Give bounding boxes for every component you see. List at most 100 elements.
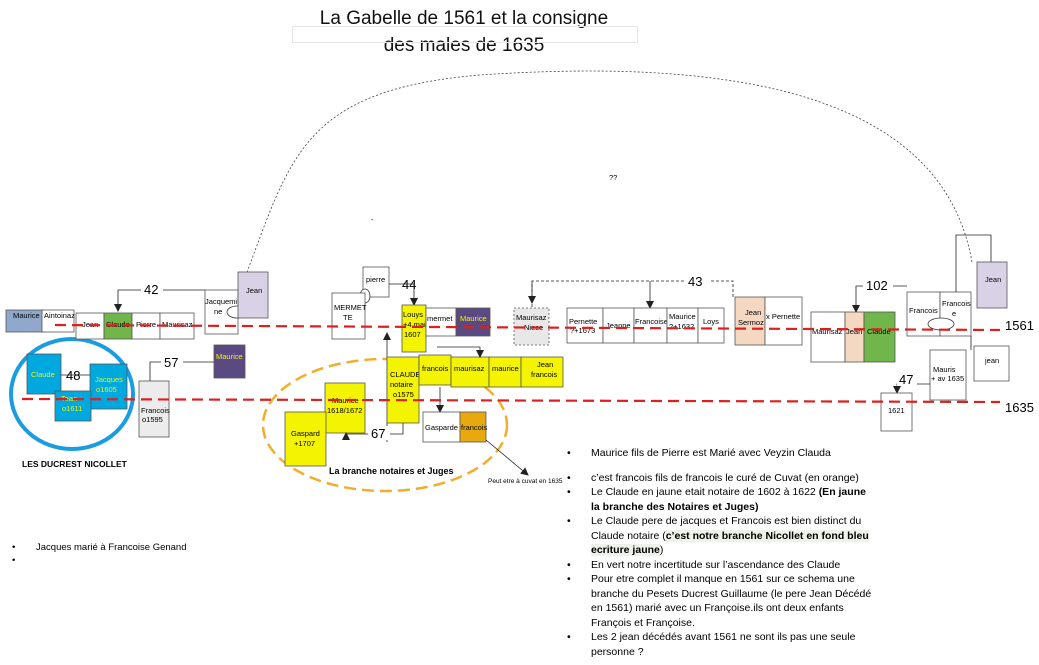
box-claude-green-label: Claude [106, 320, 130, 329]
connector-44 [389, 283, 418, 306]
box-jean-sermoz [734, 296, 766, 346]
box-mermette-label-1: MERMET [334, 303, 367, 312]
box-mauris-label-2: + av 1635 [931, 374, 964, 383]
note-4: Le Claude pere de jacques et Francois es… [567, 514, 877, 558]
box-maurisaz-yellow-label: maurisaz [454, 364, 485, 373]
box-maurice-purple-2 [455, 307, 491, 337]
box-jacques [89, 363, 128, 410]
box-jean-rr [976, 261, 1008, 309]
box-mermette [331, 292, 366, 340]
left-note-1: Jacques marié à Francoise Genand [12, 541, 187, 554]
note-gap [567, 461, 877, 471]
note-4-text: Le Claude pere de jacques et Francois es… [591, 515, 862, 542]
box-maurice-1618-label-2: 1618/1672 [327, 406, 362, 415]
box-mauris-label-1: Mauris [933, 365, 956, 374]
box-x-pernette-label: x Pernette [766, 312, 800, 321]
note-6-text: Pour etre complet il manque en 1561 sur … [591, 573, 872, 629]
box-maurice-yellow-label: maurice [492, 364, 519, 373]
box-louys-label-1: Louys [403, 310, 423, 319]
year-1635: 1635 [1005, 400, 1034, 415]
box-claude-notaire [386, 356, 420, 424]
box-maurice-purple [213, 344, 246, 379]
box-maurice-1632 [666, 307, 699, 344]
box-gasparde-label: Gasparde [425, 423, 458, 432]
box-francois-r-label: Francois [909, 306, 938, 315]
label-bg-102 [863, 278, 893, 292]
box-maurisaz-a-label: Maurisaz [162, 320, 193, 329]
title-line-1: La Gabelle de 1561 et la consigne [319, 8, 609, 29]
box-jean-r-label: Jean [846, 327, 862, 336]
box-loys-label: Loys [703, 317, 719, 326]
box-maurice-1632-label-2: ?+1632 [669, 322, 694, 331]
box-francois-orange-label: francois [461, 423, 488, 432]
box-1621-label: 1621 [888, 406, 905, 415]
box-jean-francois [520, 356, 564, 388]
box-jacquemine-label-2: ne [214, 307, 222, 316]
box-francois-1595 [138, 380, 170, 438]
box-louys [401, 304, 427, 353]
number-48: 48 [66, 368, 80, 383]
box-maurice-blue-label: Maurice [13, 311, 40, 320]
box-1621 [880, 392, 913, 432]
line-1561 [54, 323, 1001, 332]
box-francois-orange [459, 411, 487, 443]
box-claude-notaire-label-3: o1575 [393, 390, 414, 399]
note-3: Le Claude en jaune etait notaire de 1602… [567, 485, 877, 514]
note-7-text: Les 2 jean décédés avant 1561 ne sont il… [591, 631, 856, 658]
dotted-curve [242, 70, 973, 281]
box-maurice-purple-label: Maurice [216, 352, 243, 361]
connector-42 [114, 289, 205, 312]
dash-mark: - [371, 215, 374, 224]
box-claude-blue-label: Claude [31, 370, 55, 379]
cuvat-note: Peut etre à cuvat en 1635 [488, 478, 563, 485]
box-maurice-1618 [324, 382, 366, 434]
connector-louys [437, 346, 484, 358]
note-5: En vert notre incertitude sur l’ascendan… [567, 558, 877, 573]
note-2-text: c’est francois fils de francois le curé … [591, 471, 859, 484]
box-francoise-r-label-2: e [952, 309, 956, 318]
box-mermet [425, 307, 457, 337]
box-tean [54, 390, 92, 422]
box-gaspard [284, 411, 327, 467]
year-1561: 1561 [1005, 318, 1034, 333]
number-44: 44 [402, 277, 416, 292]
box-francois-yellow-label: francois [422, 364, 449, 373]
box-jean-sermoz-label-1: Jean [745, 308, 761, 317]
note-1: Maurice fils de Pierre est Marié avec Ve… [567, 446, 877, 461]
line-1635 [21, 397, 1001, 404]
label-bg-57 [161, 355, 183, 369]
box-mauris [929, 349, 967, 401]
box-claude-r-label: Claude [867, 327, 891, 336]
box-jean-last [973, 345, 1010, 382]
number-102: 102 [866, 278, 888, 293]
box-claude-notaire-label-1: CLAUDE [390, 370, 420, 379]
left-note-1-text: Jacques marié à Francoise Genand [36, 542, 187, 553]
title-frame [292, 26, 638, 43]
ducrest-circle [9, 337, 135, 451]
box-jean-francois-label-1: Jean [537, 360, 553, 369]
label-bg-42 [141, 282, 163, 296]
label-bg-47 [897, 372, 917, 386]
box-gaspard-label-2: +1707 [294, 439, 315, 448]
number-57: 57 [164, 355, 178, 370]
ducrest-label: LES DUCREST NICOLLET [22, 459, 128, 469]
label-bg-43 [685, 274, 709, 288]
label-bg-67 [368, 426, 390, 440]
oval-francois [927, 317, 955, 331]
note-6: Pour etre complet il manque en 1561 sur … [567, 572, 877, 630]
box-loys [697, 307, 725, 344]
notaires-ellipse [261, 357, 509, 493]
box-maurisaz-niece-label-1: Maurisaz [516, 313, 547, 322]
note-4-after: ) [659, 544, 664, 556]
diagram-title: La Gabelle de 1561 et la consigne des ma… [292, 5, 636, 59]
box-jean-top [237, 271, 269, 319]
box-jean-francois-label-2: francois [531, 370, 558, 379]
connector-57 [149, 361, 214, 381]
box-pernette-label-2: ?+1673 [570, 326, 595, 335]
box-pierre-2-label: pierre [366, 275, 385, 284]
number-42: 42 [144, 282, 158, 297]
box-aintoinaz-label: Aintoinaz [44, 311, 75, 320]
box-jean-r [844, 311, 865, 363]
box-louys-label-2: +4 mai [403, 320, 426, 329]
